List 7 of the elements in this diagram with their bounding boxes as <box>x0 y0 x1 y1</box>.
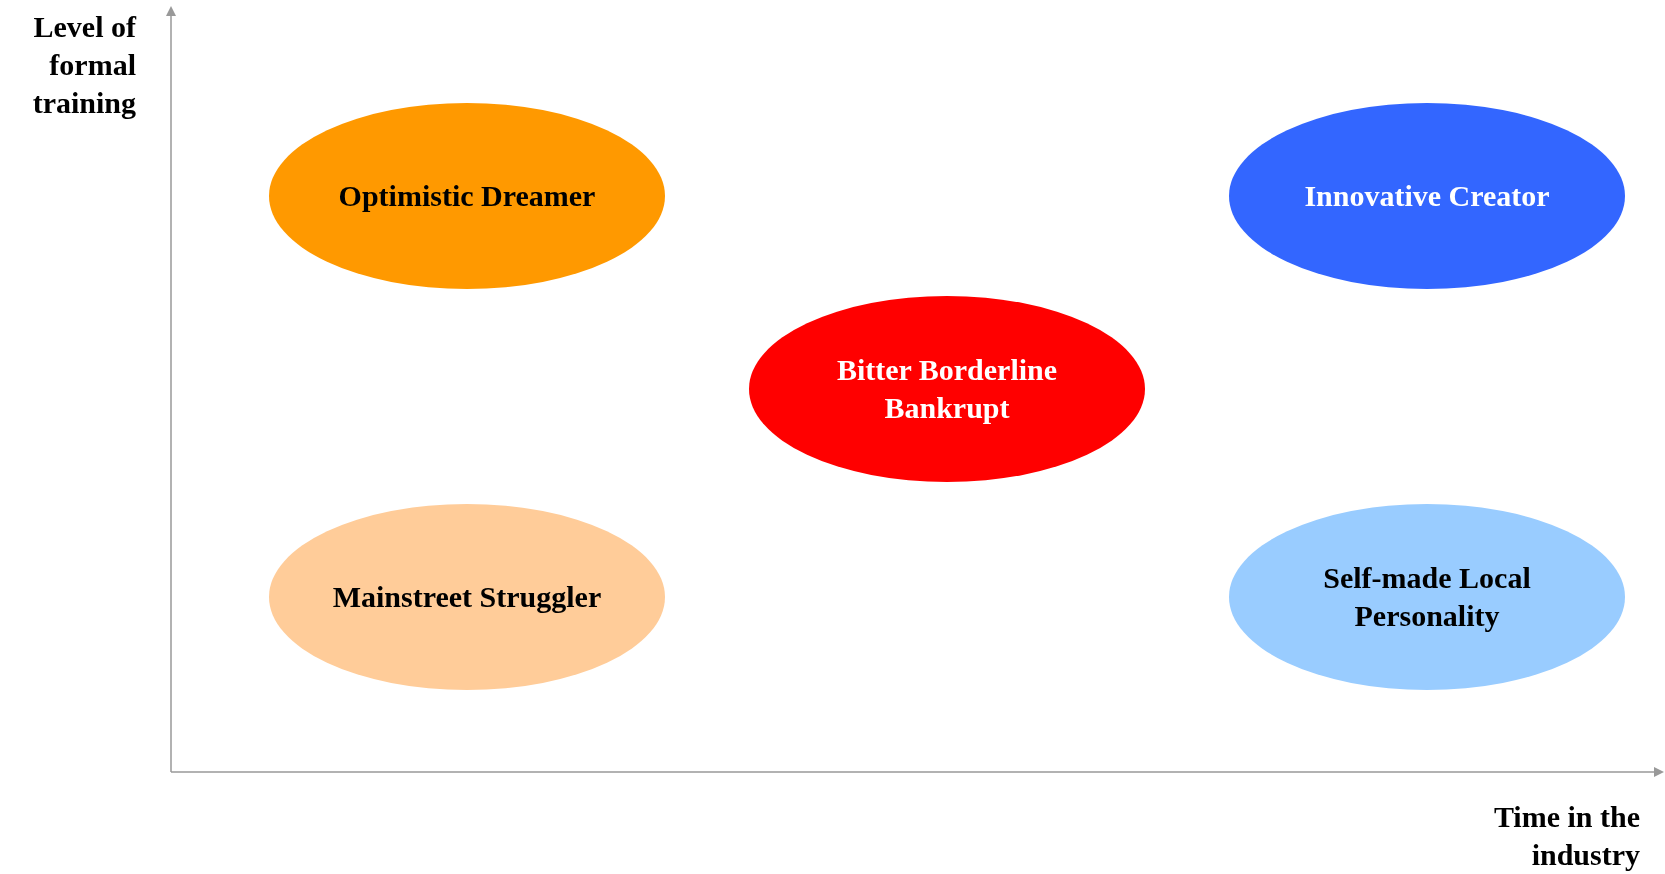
node-label: Innovative Creator <box>1304 178 1550 214</box>
node-label: Mainstreet Struggler <box>332 579 602 615</box>
node-label: Self-made Local Personality <box>1322 560 1532 634</box>
axis-label: Time in the industry <box>1492 799 1640 873</box>
axis-label: Level of formal training <box>31 9 136 121</box>
node-label: Bitter Borderline Bankrupt <box>835 352 1059 426</box>
node-label: Optimistic Dreamer <box>338 178 596 214</box>
